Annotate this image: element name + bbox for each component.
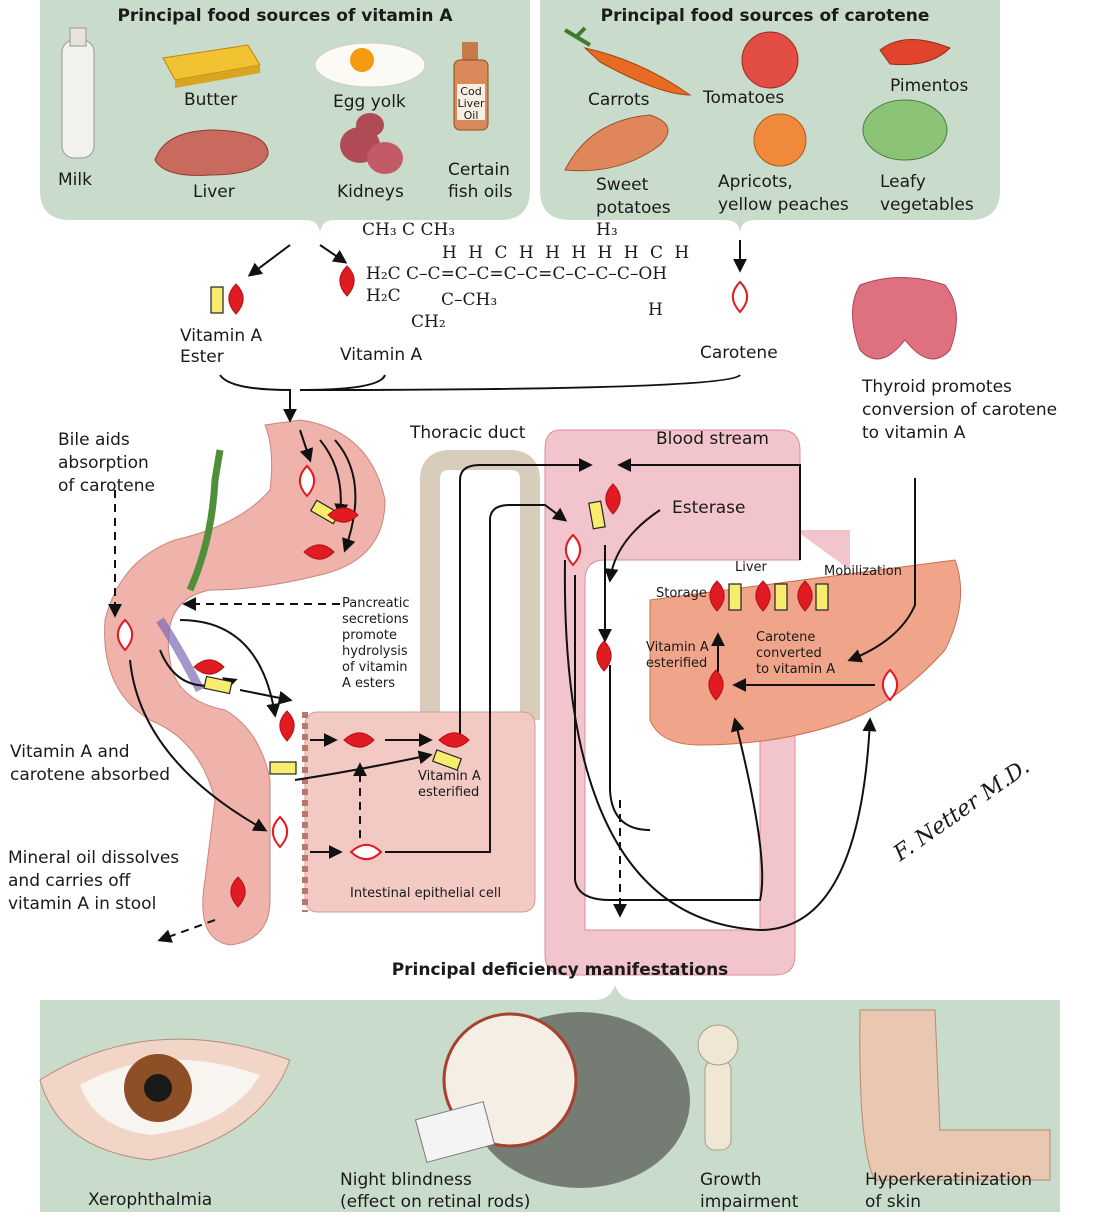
label-thyroid-2: conversion of carotene (862, 400, 1057, 421)
milk-bottle-illustration (62, 28, 94, 158)
label-pancreatic-2: secretions (342, 612, 409, 628)
label-carotene-converted-1: Carotene (756, 630, 815, 646)
label-vitamin-a-ester-1: Vitamin A (180, 326, 262, 347)
food-label-certain: Certain (448, 160, 510, 181)
label-bile-3: of carotene (58, 476, 155, 497)
carotene-sources-title: Principal food sources of carotene (560, 6, 970, 27)
deficiency-label-of-skin: of skin (865, 1192, 921, 1213)
food-label-carrots: Carrots (588, 90, 650, 111)
label-carotene-converted-3: to vitamin A (756, 662, 835, 678)
food-label-leafy: Leafy (880, 172, 926, 193)
label-esterase: Esterase (672, 498, 745, 519)
food-label-yellow-peaches: yellow peaches (718, 195, 849, 216)
deficiency-label-night-blindness: Night blindness (340, 1170, 472, 1191)
deficiency-label-growth: Growth (700, 1170, 762, 1191)
label-esterified-liver-1: Vitamin A (646, 640, 709, 656)
thoracic-duct-illustration (430, 460, 530, 720)
chem-line-5: C–CH₃ (441, 290, 497, 310)
label-esterified-cell-1: Vitamin A (418, 769, 481, 785)
chem-line-2: H H C H H H H H C H (442, 243, 692, 263)
deficiency-label-xerophthalmia: Xerophthalmia (88, 1190, 212, 1211)
food-label-fish-oils: fish oils (448, 182, 512, 203)
vitamin-a-sources-title: Principal food sources of vitamin A (70, 6, 500, 27)
chem-line-1: CH₃ C CH₃ (362, 220, 455, 240)
label-thoracic-duct: Thoracic duct (410, 423, 525, 444)
label-bile-2: absorption (58, 453, 149, 474)
food-label-butter: Butter (184, 90, 237, 111)
deficiency-title: Principal deficiency manifestations (300, 960, 820, 981)
apricot-illustration (754, 114, 806, 166)
label-pancreatic-3: promote (342, 628, 397, 644)
leafy-vegetables-illustration (863, 100, 947, 160)
chem-line-3: H₂C C–C=C–C=C–C=C–C–C–C–OH (366, 264, 667, 284)
chem-line-4: H₂C (366, 286, 401, 306)
food-label-egg-yolk: Egg yolk (333, 92, 406, 113)
label-thyroid-1: Thyroid promotes (862, 377, 1012, 398)
egg-yolk-illustration (315, 43, 425, 87)
food-label-milk: Milk (58, 170, 92, 191)
label-vitamin-a-ester-2: Ester (180, 347, 224, 368)
food-label-vegetables: vegetables (880, 195, 974, 216)
food-label-tomatoes: Tomatoes (703, 88, 784, 109)
chem-h3: H₃ (596, 220, 618, 240)
label-pancreatic-4: hydrolysis (342, 644, 408, 660)
food-label-pimentos: Pimentos (890, 76, 968, 97)
label-esterified-cell-2: esterified (418, 785, 479, 801)
label-liver: Liver (735, 560, 767, 576)
deficiency-label-retinal-rods: (effect on retinal rods) (340, 1192, 530, 1213)
deficiency-label-impairment: impairment (700, 1192, 798, 1213)
food-label-sweet: Sweet (596, 175, 648, 196)
label-mineral-oil-3: vitamin A in stool (8, 894, 156, 915)
label-pancreatic-6: A esters (342, 676, 395, 692)
food-label-liver: Liver (193, 182, 235, 203)
label-epithelial-cell: Intestinal epithelial cell (350, 886, 501, 902)
label-storage: Storage (656, 586, 707, 602)
label-mobilization: Mobilization (824, 564, 902, 580)
tomato-illustration (742, 32, 798, 88)
label-carotene-converted-2: converted (756, 646, 822, 662)
intestinal-epithelial-cell (305, 712, 535, 912)
deficiency-label-hyperkeratinization: Hyperkeratinization (865, 1170, 1032, 1191)
label-mineral-oil-2: and carries off (8, 871, 130, 892)
chem-line-6: CH₂ (411, 312, 446, 332)
label-esterified-liver-2: esterified (646, 656, 707, 672)
label-pancreatic-1: Pancreatic (342, 596, 410, 612)
bottle-label-oil: Oil (456, 110, 486, 122)
thyroid-illustration (853, 278, 957, 359)
label-pancreatic-5: of vitamin (342, 660, 408, 676)
food-label-potatoes: potatoes (596, 198, 671, 219)
label-thyroid-3: to vitamin A (862, 423, 965, 444)
label-vitamin-a: Vitamin A (340, 345, 422, 366)
label-bile-1: Bile aids (58, 430, 130, 451)
label-blood-stream: Blood stream (656, 429, 769, 450)
chem-h-bottom: H (648, 300, 663, 320)
label-absorbed-2: carotene absorbed (10, 765, 170, 786)
food-label-kidneys: Kidneys (337, 182, 404, 203)
label-carotene: Carotene (700, 343, 778, 364)
label-mineral-oil-1: Mineral oil dissolves (8, 848, 179, 869)
label-absorbed-1: Vitamin A and (10, 742, 130, 763)
food-label-apricots: Apricots, (718, 172, 793, 193)
